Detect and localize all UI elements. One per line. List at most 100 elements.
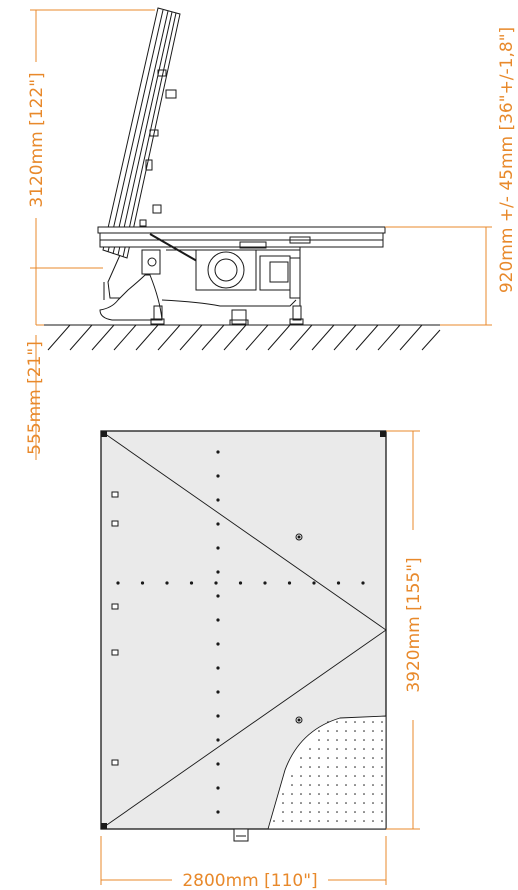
hole-dot <box>336 757 338 759</box>
hole-dot <box>381 793 383 795</box>
hole-dot <box>372 730 374 732</box>
hole-dot <box>318 739 320 741</box>
hole-dot <box>309 766 311 768</box>
hole-dot <box>318 748 320 750</box>
hole-dot <box>372 775 374 777</box>
hole-dot <box>300 802 302 804</box>
hole-dot <box>381 721 383 723</box>
hole-dot <box>327 766 329 768</box>
hole-dot <box>372 820 374 822</box>
hole-dot <box>318 784 320 786</box>
hole-dot <box>309 784 311 786</box>
hole-dot <box>363 811 365 813</box>
dim-table-length: 3920mm [155"] <box>404 557 424 692</box>
hole-dot <box>318 802 320 804</box>
hole-dot <box>354 766 356 768</box>
hole-dot <box>363 793 365 795</box>
hole-dot <box>327 784 329 786</box>
hole-dot <box>354 820 356 822</box>
hole-dot <box>354 811 356 813</box>
hole-dot <box>345 757 347 759</box>
hole-dot <box>354 802 356 804</box>
hole-dot <box>354 784 356 786</box>
hole-dot <box>291 793 293 795</box>
hole-dot <box>363 775 365 777</box>
hole-dot <box>318 811 320 813</box>
perforated-zone <box>267 715 387 830</box>
hole-dot <box>318 775 320 777</box>
hole-dot <box>345 775 347 777</box>
hole-dot <box>345 730 347 732</box>
hole-dot <box>263 581 267 585</box>
hole-dot <box>216 810 220 814</box>
hole-dot <box>363 748 365 750</box>
hole-dot <box>354 775 356 777</box>
hole-dot <box>363 739 365 741</box>
hole-dot <box>300 766 302 768</box>
hole-dot <box>336 811 338 813</box>
hole-dot <box>336 793 338 795</box>
hole-dot <box>363 757 365 759</box>
hole-dot <box>216 474 220 478</box>
hole-dot <box>336 730 338 732</box>
hole-dot <box>345 793 347 795</box>
hole-dot <box>300 811 302 813</box>
hole-dot <box>363 766 365 768</box>
hole-dot <box>363 802 365 804</box>
hole-dot <box>345 766 347 768</box>
hole-dot <box>363 784 365 786</box>
hole-dot <box>309 748 311 750</box>
hole-dot <box>216 546 220 550</box>
hole-dot <box>116 581 120 585</box>
hole-dot <box>282 811 284 813</box>
hole-dot <box>372 739 374 741</box>
hole-dot <box>372 784 374 786</box>
hole-dot <box>327 775 329 777</box>
hole-dot <box>336 766 338 768</box>
hole-dot <box>372 802 374 804</box>
hole-dot <box>345 811 347 813</box>
hole-dot <box>216 642 220 646</box>
hole-dot <box>216 786 220 790</box>
hole-dot <box>309 757 311 759</box>
hole-dot <box>327 739 329 741</box>
hole-dot <box>327 757 329 759</box>
hole-dot <box>336 802 338 804</box>
hole-dot <box>327 721 329 723</box>
hole-dot <box>381 757 383 759</box>
hole-dot <box>336 739 338 741</box>
hole-dot <box>216 570 220 574</box>
hole-dot <box>381 766 383 768</box>
hole-dot <box>216 594 220 598</box>
hole-dot <box>140 581 145 585</box>
hole-dot <box>216 618 220 622</box>
hole-dot <box>363 721 365 723</box>
dim-table-width: 2800mm [110"] <box>182 871 317 890</box>
hole-dot <box>354 748 356 750</box>
hole-dot <box>216 498 220 502</box>
hole-dot <box>336 775 338 777</box>
hole-dot <box>336 820 338 822</box>
hole-dot <box>381 820 383 822</box>
hole-dot <box>372 793 374 795</box>
hole-dot <box>354 730 356 732</box>
hole-dot <box>216 714 220 718</box>
hole-dot <box>345 802 347 804</box>
dim-table-height: 920mm +/- 45mm [36"+/-1,8"] <box>497 27 517 293</box>
hole-dot <box>354 721 356 723</box>
hole-dot <box>238 581 243 585</box>
hole-dot <box>318 730 320 732</box>
hole-dot <box>381 739 383 741</box>
hole-dot <box>345 748 347 750</box>
hole-dot <box>300 784 302 786</box>
hole-dot <box>282 820 284 822</box>
base-frame <box>99 233 304 326</box>
hole-dot <box>345 721 347 723</box>
tilted-table-panel <box>102 7 181 300</box>
hole-dot <box>363 730 365 732</box>
hole-dot <box>345 739 347 741</box>
hole-dot <box>165 581 169 585</box>
dimension-lines <box>30 9 492 885</box>
hole-dot <box>372 766 374 768</box>
